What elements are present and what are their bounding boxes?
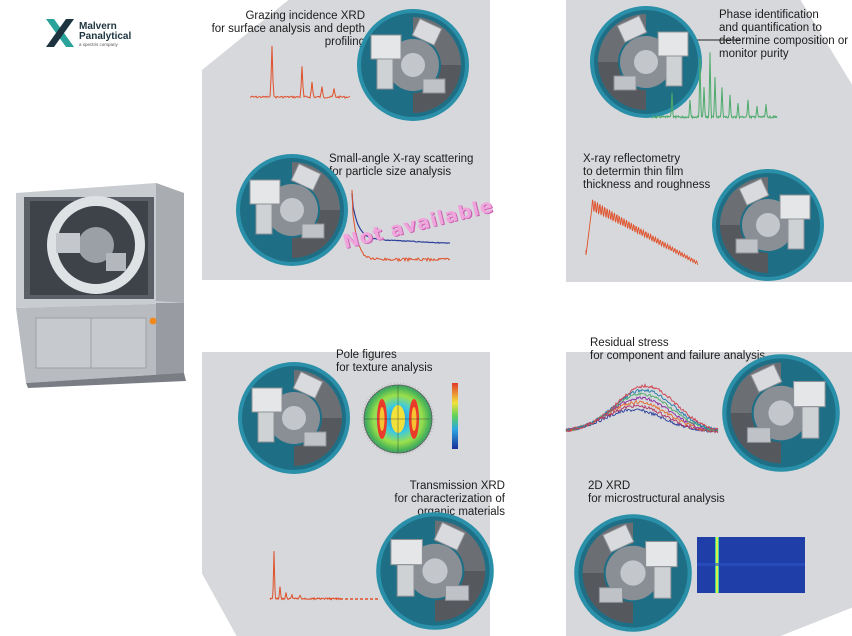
- caption-title: X-ray reflectometry: [583, 153, 681, 165]
- caption-line: determine composition or: [719, 35, 849, 47]
- caption-saxs: Small-angle X-ray scattering for particl…: [329, 153, 489, 179]
- goniometer-xrr-image: [712, 169, 824, 281]
- pole-figure-plot: [361, 382, 458, 456]
- transmission-xrd-trace: [269, 551, 378, 601]
- caption-line: thickness and roughness: [583, 179, 711, 191]
- diffractometer-cabinet-image: [16, 183, 186, 388]
- caption-grazing: Grazing incidence XRD for surface analys…: [205, 10, 365, 49]
- goniometer-grazing-image: [357, 9, 469, 121]
- goniometer-stress-image: [722, 354, 840, 472]
- caption-title: Transmission XRD: [409, 480, 505, 492]
- goniometer-pole-image: [238, 362, 350, 474]
- caption-stress: Residual stress for component and failur…: [590, 337, 790, 363]
- residual-stress-traces: [565, 383, 719, 434]
- caption-title: Grazing incidence XRD: [245, 10, 365, 22]
- goniometer-2dxrd-image: [574, 514, 692, 632]
- caption-xrr: X-ray reflectometry to determin thin fil…: [583, 153, 733, 192]
- caption-line: for surface analysis and depth: [211, 23, 365, 35]
- caption-line: for microstructural analysis: [588, 493, 725, 505]
- reflectometry-trace: [585, 199, 699, 265]
- caption-title: Residual stress: [590, 337, 669, 349]
- caption-title: 2D XRD: [588, 480, 631, 492]
- caption-phase: Phase identification and quantification …: [719, 9, 852, 61]
- brand-logo: Malvern Panalytical a spectris company: [46, 17, 146, 51]
- caption-2dxrd: 2D XRD for microstructural analysis: [588, 480, 748, 506]
- caption-line: for particle size analysis: [329, 166, 452, 178]
- 2d-xrd-image: [697, 537, 805, 593]
- saxs-trace: [351, 189, 451, 263]
- goniometer-phase-image: [590, 6, 702, 118]
- caption-line: for texture analysis: [336, 362, 433, 374]
- caption-title: Phase identification: [719, 9, 819, 21]
- phase-id-trace: [651, 52, 778, 120]
- grazing-xrd-trace: [249, 45, 351, 99]
- caption-title: Pole figures: [336, 349, 397, 361]
- goniometer-transmission-image: [376, 512, 494, 630]
- middle-white-band: [202, 282, 852, 352]
- caption-transmission: Transmission XRD for characterization of…: [360, 480, 505, 519]
- caption-line: to determin thin film: [583, 166, 684, 178]
- brand-name-line1: Malvern: [79, 21, 117, 32]
- brand-name-line2: Panalytical: [79, 31, 132, 42]
- caption-line: and quantification to: [719, 22, 822, 34]
- logo-x-icon: [46, 19, 74, 47]
- caption-line: for component and failure analysis: [590, 350, 766, 362]
- caption-line: profiling: [324, 36, 365, 48]
- brand-tagline: a spectris company: [79, 42, 118, 47]
- caption-pole: Pole figures for texture analysis: [336, 349, 476, 375]
- caption-title: Small-angle X-ray scattering: [329, 153, 474, 165]
- caption-line: for characterization of: [394, 493, 505, 505]
- caption-line: monitor purity: [719, 48, 789, 60]
- goniometer-saxs-image: [236, 154, 348, 266]
